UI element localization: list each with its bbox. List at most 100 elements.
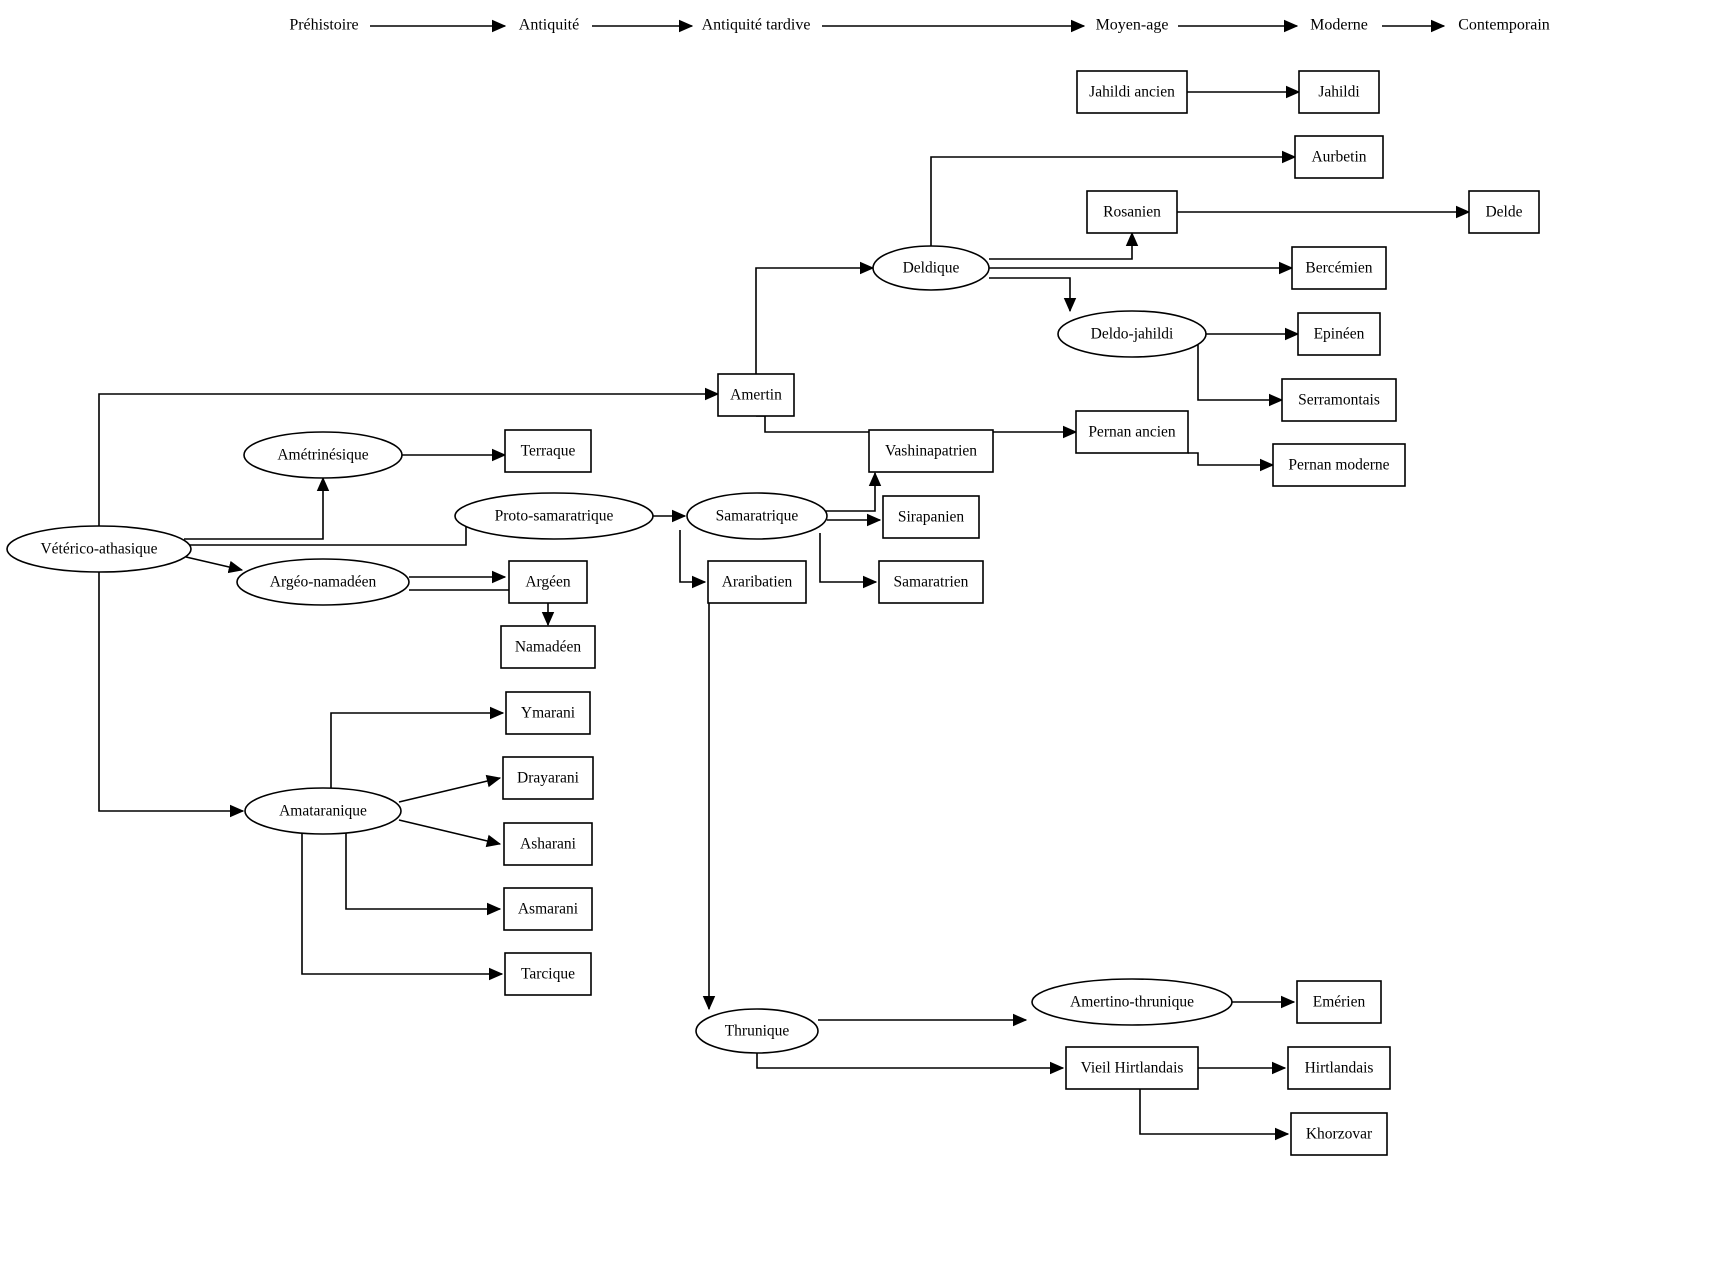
node-box-hirtlandais[interactable] [1287, 1046, 1391, 1090]
node-samaratrien[interactable]: Samaratrien [878, 560, 984, 604]
node-deldique[interactable]: Deldique [872, 245, 990, 291]
node-box-bercemien[interactable] [1291, 246, 1387, 290]
node-ellipse-thrunique[interactable] [695, 1008, 819, 1054]
node-label-deldique: Deldique [903, 260, 960, 277]
node-namadeen[interactable]: Namadéen [500, 625, 596, 669]
node-box-namadeen[interactable] [500, 625, 596, 669]
edge-amataranique-to-drayarani [398, 774, 502, 803]
node-label-terraque: Terraque [521, 443, 576, 460]
node-thrunique[interactable]: Thrunique [695, 1008, 819, 1054]
node-asharani[interactable]: Asharani [503, 822, 593, 866]
node-box-delde[interactable] [1468, 190, 1540, 234]
node-box-pernan-moderne[interactable] [1272, 443, 1406, 487]
node-box-sirapanien[interactable] [882, 495, 980, 539]
node-ymarani[interactable]: Ymarani [505, 691, 591, 735]
node-label-amertino-thrunique: Amertino-thrunique [1070, 994, 1194, 1011]
node-ellipse-samaratrique[interactable] [686, 492, 828, 540]
node-bercemien[interactable]: Bercémien [1291, 246, 1387, 290]
node-hirtlandais[interactable]: Hirtlandais [1287, 1046, 1391, 1090]
node-label-deldo-jahildi: Deldo-jahildi [1091, 326, 1174, 343]
node-khorzovar[interactable]: Khorzovar [1290, 1112, 1388, 1156]
node-argeen[interactable]: Argéen [508, 560, 588, 604]
node-box-emerien[interactable] [1296, 980, 1382, 1024]
node-epineen[interactable]: Epinéen [1297, 312, 1381, 356]
node-rosanien[interactable]: Rosanien [1086, 190, 1178, 234]
node-label-rosanien: Rosanien [1103, 204, 1161, 221]
node-box-samaratrien[interactable] [878, 560, 984, 604]
node-box-jahildi[interactable] [1298, 70, 1380, 114]
node-ellipse-deldique[interactable] [872, 245, 990, 291]
edge-veterico-athasique-to-argeo-namadeen [185, 556, 244, 574]
node-jahildi-ancien[interactable]: Jahildi ancien [1076, 70, 1188, 114]
node-label-namadeen: Namadéen [515, 639, 582, 656]
node-box-aurbetin[interactable] [1294, 135, 1384, 179]
node-ellipse-amertino-thrunique[interactable] [1031, 978, 1233, 1026]
node-label-veterico-athasique: Vétérico-athasique [40, 541, 157, 558]
node-box-epineen[interactable] [1297, 312, 1381, 356]
node-delde[interactable]: Delde [1468, 190, 1540, 234]
node-ellipse-veterico-athasique[interactable] [6, 525, 192, 573]
node-box-amertin[interactable] [717, 373, 795, 417]
node-box-tarcique[interactable] [504, 952, 592, 996]
node-amertin[interactable]: Amertin [717, 373, 795, 417]
node-label-drayarani: Drayarani [517, 770, 580, 787]
node-aurbetin[interactable]: Aurbetin [1294, 135, 1384, 179]
node-label-pernan-moderne: Pernan moderne [1288, 457, 1389, 474]
node-box-vieil-hirtlandais[interactable] [1065, 1046, 1199, 1090]
edge-veterico-athasique-to-amataranique [98, 572, 245, 818]
node-ametrinesique[interactable]: Amétrinésique [243, 431, 403, 479]
node-argeo-namadeen[interactable]: Argéo-namadéen [236, 558, 410, 606]
node-veterico-athasique[interactable]: Vétérico-athasique [6, 525, 192, 573]
node-proto-samaratrique[interactable]: Proto-samaratrique [454, 492, 654, 540]
node-vieil-hirtlandais[interactable]: Vieil Hirtlandais [1065, 1046, 1199, 1090]
node-serramontais[interactable]: Serramontais [1281, 378, 1397, 422]
node-box-terraque[interactable] [504, 429, 592, 473]
node-ellipse-amataranique[interactable] [244, 787, 402, 835]
node-pernan-ancien[interactable]: Pernan ancien [1075, 410, 1189, 454]
node-emerien[interactable]: Emérien [1296, 980, 1382, 1024]
node-terraque[interactable]: Terraque [504, 429, 592, 473]
node-box-asharani[interactable] [503, 822, 593, 866]
node-label-argeen: Argéen [525, 574, 571, 591]
node-box-khorzovar[interactable] [1290, 1112, 1388, 1156]
node-ellipse-ametrinesique[interactable] [243, 431, 403, 479]
node-pernan-moderne[interactable]: Pernan moderne [1272, 443, 1406, 487]
node-label-argeo-namadeen: Argéo-namadéen [270, 574, 377, 591]
timeline-label-moderne: Moderne [1310, 17, 1368, 34]
node-box-vashinapatrien[interactable] [868, 429, 994, 473]
node-box-araribatien[interactable] [707, 560, 807, 604]
node-box-argeen[interactable] [508, 560, 588, 604]
node-jahildi[interactable]: Jahildi [1298, 70, 1380, 114]
node-sirapanien[interactable]: Sirapanien [882, 495, 980, 539]
node-araribatien[interactable]: Araribatien [707, 560, 807, 604]
node-box-drayarani[interactable] [502, 756, 594, 800]
edge-amataranique-to-ymarani [330, 706, 505, 789]
node-label-samaratrien: Samaratrien [894, 574, 969, 591]
node-tarcique[interactable]: Tarcique [504, 952, 592, 996]
edge-veterico-athasique-to-ametrinesique [184, 476, 330, 540]
node-box-asmarani[interactable] [503, 887, 593, 931]
node-box-serramontais[interactable] [1281, 378, 1397, 422]
node-ellipse-deldo-jahildi[interactable] [1057, 310, 1207, 358]
node-amertino-thrunique[interactable]: Amertino-thrunique [1031, 978, 1233, 1026]
node-label-tarcique: Tarcique [521, 966, 575, 983]
node-label-sirapanien: Sirapanien [898, 509, 965, 526]
node-label-ametrinesique: Amétrinésique [277, 447, 368, 464]
node-amataranique[interactable]: Amataranique [244, 787, 402, 835]
node-ellipse-proto-samaratrique[interactable] [454, 492, 654, 540]
node-drayarani[interactable]: Drayarani [502, 756, 594, 800]
edge-samaratrique-to-samaratrien [819, 533, 878, 589]
node-box-ymarani[interactable] [505, 691, 591, 735]
node-asmarani[interactable]: Asmarani [503, 887, 593, 931]
edge-amataranique-to-tarcique [301, 833, 504, 981]
node-box-rosanien[interactable] [1086, 190, 1178, 234]
node-label-amertin: Amertin [730, 387, 782, 404]
node-box-jahildi-ancien[interactable] [1076, 70, 1188, 114]
node-box-pernan-ancien[interactable] [1075, 410, 1189, 454]
node-ellipse-argeo-namadeen[interactable] [236, 558, 410, 606]
node-deldo-jahildi[interactable]: Deldo-jahildi [1057, 310, 1207, 358]
node-samaratrique[interactable]: Samaratrique [686, 492, 828, 540]
edge-samaratrique-to-vashinapatrien [826, 471, 882, 512]
node-vashinapatrien[interactable]: Vashinapatrien [868, 429, 994, 473]
